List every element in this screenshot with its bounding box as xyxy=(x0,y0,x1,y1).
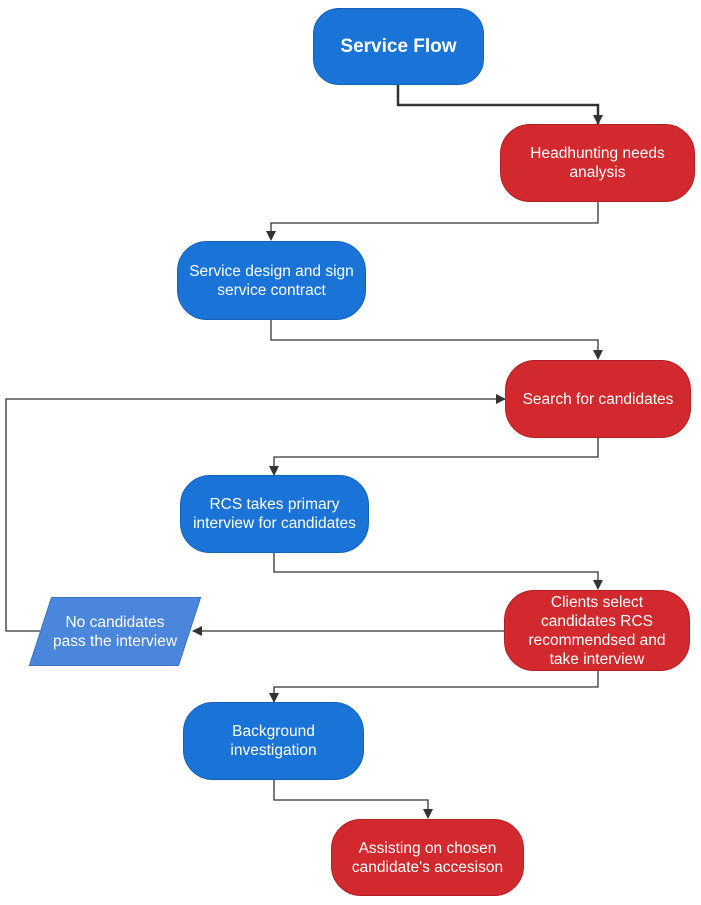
arrow-design-to-search xyxy=(270,320,603,360)
no-candidates-label: No candidates pass the interview xyxy=(52,613,178,650)
arrow-background-to-assisting xyxy=(273,780,433,819)
arrow-title-to-headhunting xyxy=(396,85,603,125)
arrow-clients-to-background xyxy=(269,671,599,703)
headhunting-needs-node: Headhunting needs analysis xyxy=(500,124,695,202)
arrow-rcs-to-clients xyxy=(273,553,603,590)
service-flow-title: Service Flow xyxy=(313,8,484,85)
arrow-search-to-rcs xyxy=(269,438,599,476)
search-candidates-node: Search for candidates xyxy=(505,360,691,438)
arrow-no-candidates-to-search xyxy=(5,394,506,632)
rcs-interview-node: RCS takes primary interview for candidat… xyxy=(180,475,369,553)
arrow-headhunting-to-design xyxy=(266,202,599,241)
service-design-node: Service design and sign service contract xyxy=(177,241,366,320)
assisting-node: Assisting on chosen candidate's accesiso… xyxy=(331,819,524,896)
no-candidates-node: No candidates pass the interview xyxy=(28,597,202,666)
background-investigation-node: Background investigation xyxy=(183,702,364,780)
clients-select-node: Clients select candidates RCS recommends… xyxy=(504,590,690,671)
